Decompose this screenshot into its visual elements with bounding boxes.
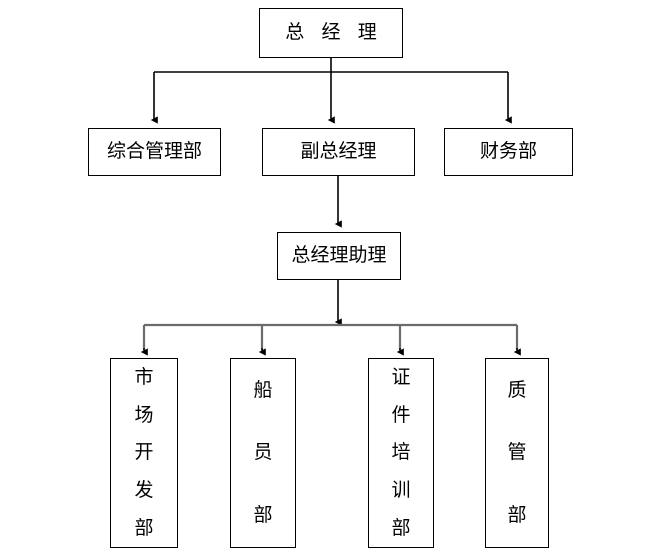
vchar: 船 [253, 379, 273, 401]
node-deputy-general-manager[interactable]: 副总经理 [262, 128, 415, 176]
node-certificate-training-dept-label: 证 件 培 训 部 [369, 359, 433, 547]
connector-gm-to-level2 [150, 58, 512, 124]
connector-bus-to-level4 [142, 323, 519, 350]
node-general-manager[interactable]: 总 经 理 [259, 8, 403, 58]
vchar: 件 [391, 404, 411, 426]
node-general-manager-assistant[interactable]: 总经理助理 [277, 232, 401, 280]
vchar: 证 [391, 367, 411, 389]
node-crew-dept[interactable]: 船 员 部 [230, 358, 296, 548]
node-market-development-dept-label: 市 场 开 发 部 [111, 359, 177, 547]
vchar: 员 [253, 442, 273, 464]
node-certificate-training-dept[interactable]: 证 件 培 训 部 [368, 358, 434, 548]
vchar: 部 [391, 517, 411, 539]
vchar: 部 [507, 505, 527, 527]
vchar: 场 [134, 404, 154, 426]
vchar: 训 [391, 480, 411, 502]
node-comprehensive-management-dept[interactable]: 综合管理部 [88, 128, 221, 176]
node-quality-management-dept[interactable]: 质 管 部 [485, 358, 549, 548]
node-market-development-dept[interactable]: 市 场 开 发 部 [110, 358, 178, 548]
vchar: 部 [253, 505, 273, 527]
vchar: 质 [507, 379, 527, 401]
node-finance-dept[interactable]: 财务部 [444, 128, 573, 176]
vchar: 市 [134, 367, 154, 389]
vchar: 培 [391, 442, 411, 464]
connector-bus-arrowheads [140, 348, 521, 356]
node-quality-management-dept-label: 质 管 部 [486, 359, 548, 547]
vchar: 部 [134, 517, 154, 539]
node-crew-dept-label: 船 员 部 [231, 359, 295, 547]
vchar: 开 [134, 442, 154, 464]
vchar: 管 [507, 442, 527, 464]
vchar: 发 [134, 480, 154, 502]
